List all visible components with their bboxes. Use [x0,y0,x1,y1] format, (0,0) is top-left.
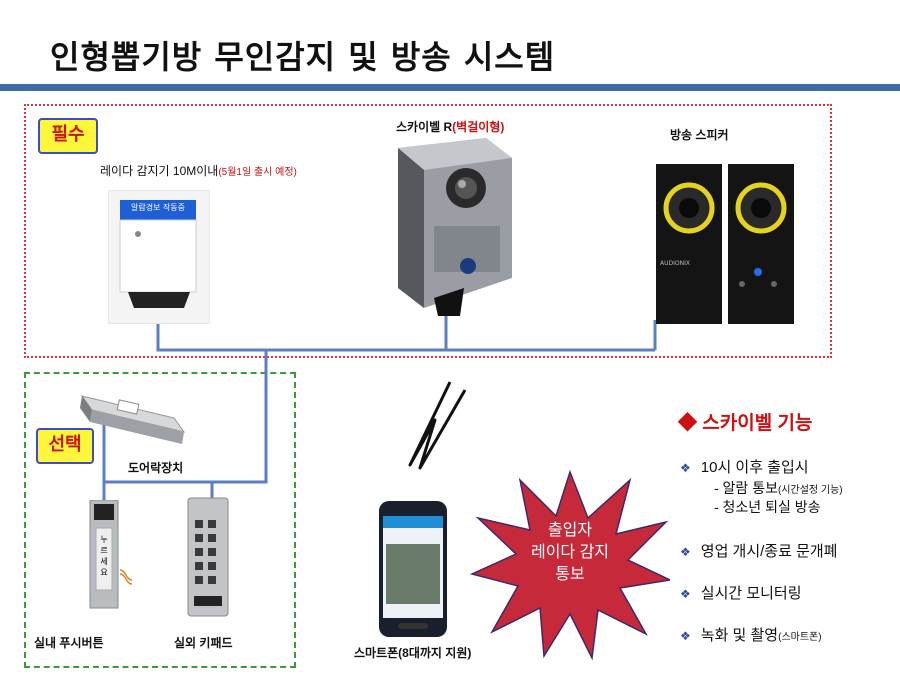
keypad-device [187,497,229,617]
speaker-brand: AUDIONIX [660,260,690,267]
feature-sub-note: (시간설정 기능) [777,485,843,496]
speaker-device [656,164,794,324]
feature-item: ❖ 실시간 모니터링 [680,582,802,603]
feature-item: ❖ 10시 이후 출입시 [680,456,809,477]
features-heading-text: 스카이벨 기능 [702,413,813,434]
optional-section-border [24,372,296,668]
skybell-label: 스카이벨 R(벽걸이형) [396,118,504,135]
features-heading: ◆ 스카이벨 기능 [678,408,812,435]
feature-sub-text: - 알람 통보 [714,480,778,496]
feature-item: ❖ 영업 개시/종료 문개폐 [680,540,837,561]
title-divider [0,84,900,91]
required-tag: 필수 [38,118,98,154]
diamond-outline-icon: ❖ [680,629,691,643]
push-button-device-text: 누르세요 [100,535,108,577]
push-button-label: 실내 푸시버튼 [34,636,104,650]
radar-device-text: 알람경보 작동중 [130,203,186,212]
feature-item: ❖ 녹화 및 촬영(스마트폰) [680,624,822,645]
smartphone-device [379,501,447,637]
starburst-text: 출입자 레이다 감지 통보 [505,520,635,586]
wire-trunk [210,350,268,500]
skybell-camera-device [398,138,512,316]
doorlock-label: 도어락장치 [128,461,184,475]
skybell-label-text: 스카이벨 R [396,120,453,134]
skybell-note: (벽걸이형) [452,120,505,134]
radar-note: (5월1일 출시 예정) [218,167,297,178]
doorlock-device [80,395,186,444]
feature-note: (스마트폰) [778,632,822,643]
radar-label-text: 레이다 감지기 10M이내 [100,164,219,178]
feature-text: 녹화 및 촬영 [700,627,779,644]
diamond-outline-icon: ❖ [680,461,691,475]
diamond-bullet-icon: ◆ [678,413,698,434]
feature-text: 영업 개시/종료 문개폐 [700,543,838,560]
radar-sensor-device [108,190,210,324]
starburst-shape [470,469,670,661]
feature-sub-text: - 청소년 퇴실 방송 [714,499,821,515]
wire-radar [156,320,655,352]
feature-subitem: - 청소년 퇴실 방송 [714,497,821,517]
speaker-label: 방송 스피커 [670,128,729,142]
diamond-outline-icon: ❖ [680,587,691,601]
starburst-line: 출입자 [547,522,593,539]
keypad-label: 실외 키패드 [174,636,233,650]
radar-label: 레이다 감지기 10M이내(5월1일 출시 예정) [100,162,297,179]
optional-tag: 선택 [36,428,94,464]
push-button-device [89,500,132,609]
starburst-line: 통보 [555,566,585,583]
smartphone-label: 스마트폰(8대까지 지원) [354,646,472,660]
feature-text: 10시 이후 출입시 [700,459,809,476]
required-section-border [24,104,832,358]
feature-subitem: - 알람 통보(시간설정 기능) [714,478,843,498]
starburst-line: 레이다 감지 [530,544,610,561]
feature-text: 실시간 모니터링 [700,585,802,602]
diamond-outline-icon: ❖ [680,545,691,559]
wireless-signal-icon [408,381,467,470]
page-title: 인형뽑기방 무인감지 및 방송 시스템 [50,38,556,76]
